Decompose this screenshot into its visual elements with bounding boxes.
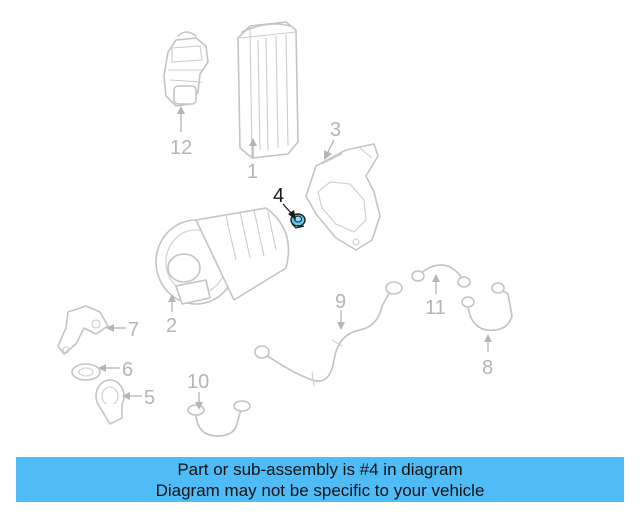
banner-line-disclaimer: Diagram may not be specific to your vehi… (155, 480, 485, 500)
callout-6: 6 (122, 359, 133, 381)
part-10-hose (187, 400, 251, 437)
leader-lines (98, 106, 492, 410)
part-8-hose (461, 282, 513, 331)
part-3-bracket (305, 143, 381, 251)
callout-5: 5 (144, 387, 155, 409)
callout-3: 3 (330, 119, 341, 141)
part-9-hose (254, 281, 403, 387)
part-2-air-pump (155, 207, 290, 305)
info-banner: Part or sub-assembly is #4 in diagram Di… (16, 457, 624, 502)
callout-1: 1 (247, 161, 258, 183)
callout-2: 2 (166, 315, 177, 337)
part-6-gasket (71, 363, 101, 381)
callout-9: 9 (335, 291, 346, 313)
callout-4: 4 (273, 185, 284, 207)
callout-10: 10 (187, 371, 209, 393)
callout-7: 7 (128, 319, 139, 341)
parts-diagram: 12 1 3 4 2 7 6 5 10 9 11 8 (57, 21, 513, 437)
callout-11: 11 (425, 297, 446, 319)
banner-line-part: Part or sub-assembly is #4 in diagram (177, 459, 463, 479)
part-11-hose (411, 264, 471, 288)
part-12-valve (163, 31, 209, 107)
part-5-check-valve (95, 379, 125, 425)
callout-12: 12 (170, 137, 192, 159)
part-1-canister (237, 21, 299, 159)
callout-8: 8 (482, 357, 493, 379)
part-7-bracket (57, 305, 109, 355)
